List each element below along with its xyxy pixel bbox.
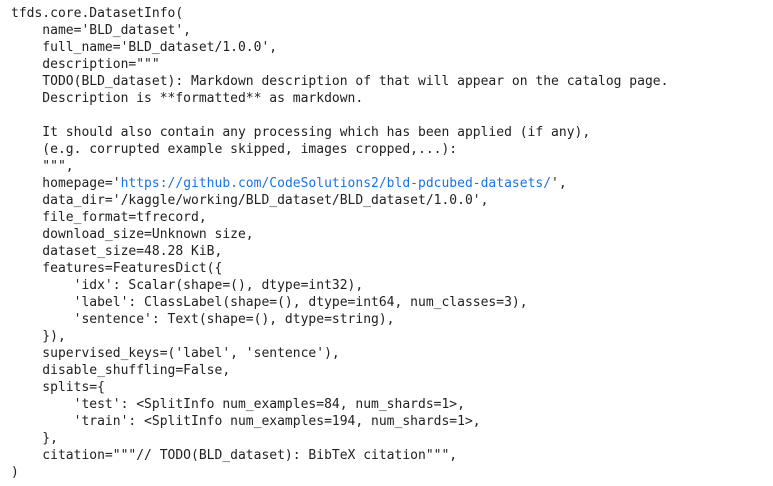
output-line: name='BLD_dataset', [11,23,192,38]
output-line: file_format=tfrecord, [11,210,207,225]
homepage-suffix: ', [551,176,567,191]
output-line: 'sentence': Text(shape=(), dtype=string)… [11,312,395,327]
output-line: data_dir='/kaggle/working/BLD_dataset/BL… [11,193,489,208]
output-line: download_size=Unknown size, [11,227,254,242]
output-line: 'idx': Scalar(shape=(), dtype=int32), [11,278,364,293]
output-line: 'label': ClassLabel(shape=(), dtype=int6… [11,295,528,310]
output-line: It should also contain any processing wh… [11,125,591,140]
output-line: 'train': <SplitInfo num_examples=194, nu… [11,414,481,429]
homepage-prefix: homepage=' [11,176,121,191]
output-line: }), [11,329,66,344]
output-line: }, [11,431,58,446]
output-line: (e.g. corrupted example skipped, images … [11,142,458,157]
output-line: disable_shuffling=False, [11,363,231,378]
output-line: Description is **formatted** as markdown… [11,91,364,106]
output-line: 'test': <SplitInfo num_examples=84, num_… [11,397,465,412]
output-line: dataset_size=48.28 KiB, [11,244,223,259]
homepage-line: homepage='https://github.com/CodeSolutio… [11,175,773,192]
output-line: splits={ [11,380,105,395]
output-line [11,107,773,124]
output-line: description=""" [11,57,160,72]
output-line: ) [11,465,19,480]
output-line: """, [11,159,74,174]
output-line: tfds.core.DatasetInfo( [11,6,184,21]
output-line: supervised_keys=('label', 'sentence'), [11,346,340,361]
homepage-link[interactable]: https://github.com/CodeSolutions2/bld-pd… [120,176,552,191]
output-line: citation="""// TODO(BLD_dataset): BibTeX… [11,448,458,463]
output-line: full_name='BLD_dataset/1.0.0', [11,40,278,55]
output-line: features=FeaturesDict({ [11,261,223,276]
output-line: TODO(BLD_dataset): Markdown description … [11,74,669,89]
cell-output: tfds.core.DatasetInfo( name='BLD_dataset… [11,5,773,481]
